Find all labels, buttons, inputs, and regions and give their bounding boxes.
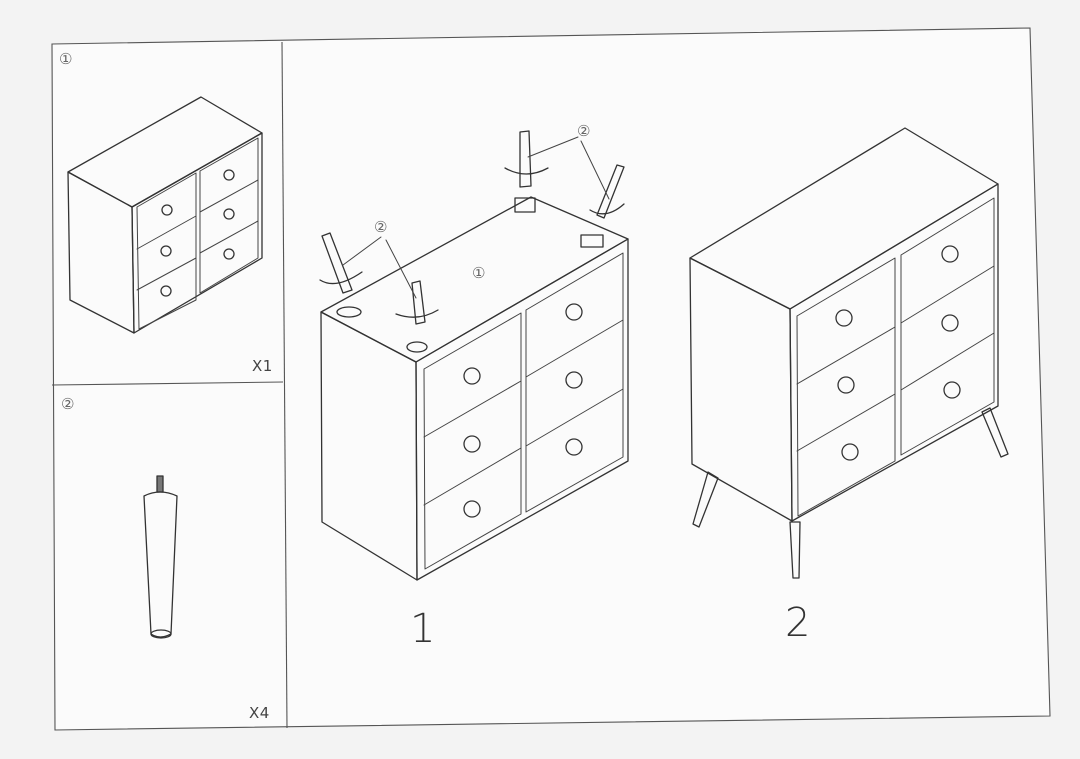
part2-marker: ② [61, 395, 75, 413]
step2-drawing [689, 127, 1009, 579]
part2-quantity: X4 [249, 704, 270, 722]
step2-number: 2 [785, 600, 811, 646]
part1-marker: ① [59, 50, 73, 68]
step1-body-marker: ① [472, 264, 486, 282]
part1-quantity: X1 [252, 357, 273, 375]
step1-leg-marker-right: ② [577, 122, 591, 140]
step1-drawing [319, 130, 629, 581]
step1-number: 1 [410, 606, 436, 652]
sheet-frame [51, 27, 1051, 731]
part-cabinet-drawing [67, 96, 263, 334]
part-leg-drawing [143, 475, 178, 639]
step1-leg-marker-left: ② [374, 218, 388, 236]
